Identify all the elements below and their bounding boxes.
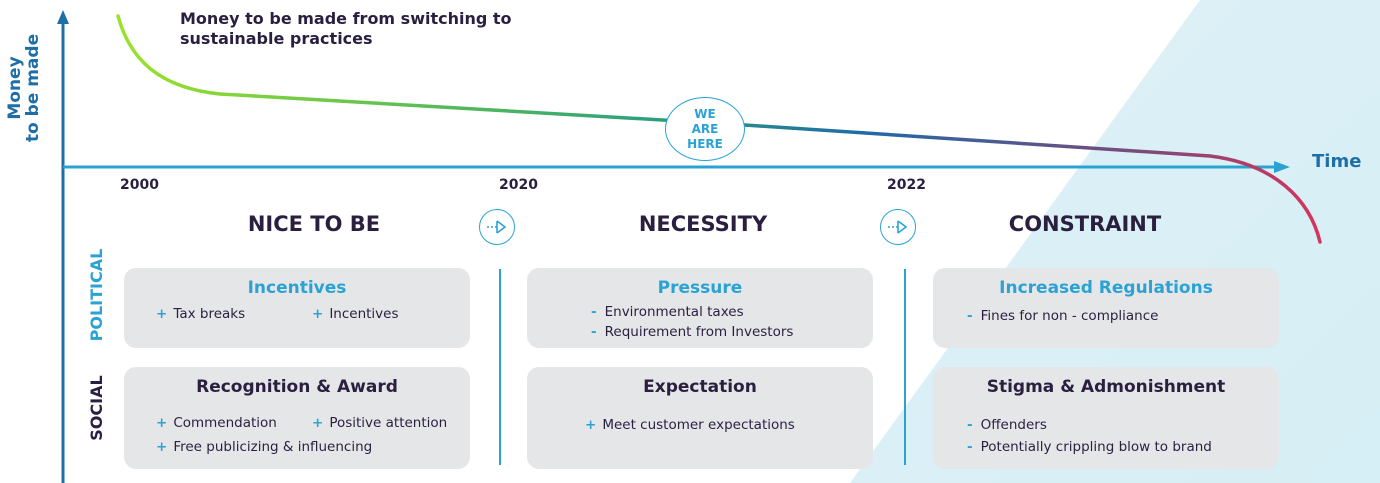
plus-icon: +: [312, 415, 324, 431]
list-item: +Tax breaks: [156, 306, 246, 322]
next-arrow-icon: [479, 209, 515, 245]
phase-constraint: CONSTRAINT: [1008, 212, 1162, 236]
box-increased-regulations: Increased Regulations -Fines for non - c…: [933, 268, 1279, 348]
box-title: Pressure: [657, 278, 743, 298]
list-item: +Commendation: [156, 415, 277, 431]
we-are-here-marker: WE ARE HERE: [665, 97, 745, 161]
list-item: -Environmental taxes: [591, 304, 744, 320]
box-title: Stigma & Admonishment: [986, 377, 1226, 397]
y-axis-label-line2: to be made: [23, 33, 43, 143]
plus-icon: +: [156, 439, 168, 455]
year-2000: 2000: [120, 177, 159, 193]
list-item: +Incentives: [312, 306, 399, 322]
box-incentives: Incentives +Tax breaks +Incentives: [124, 268, 470, 348]
dotted-arrow-icon: [888, 220, 908, 234]
box-title: Incentives: [247, 278, 347, 298]
row-label-social: SOCIAL: [87, 375, 106, 441]
box-pressure: Pressure -Environmental taxes -Requireme…: [527, 268, 873, 348]
list-item: -Offenders: [967, 417, 1047, 433]
list-item: -Fines for non - compliance: [967, 308, 1159, 324]
next-arrow-icon: [880, 209, 916, 245]
phase-necessity: NECESSITY: [638, 212, 768, 236]
row-label-political: POLITICAL: [87, 248, 106, 342]
minus-icon: -: [967, 439, 973, 455]
box-stigma-admonishment: Stigma & Admonishment -Offenders -Potent…: [933, 367, 1279, 469]
box-title: Recognition & Award: [196, 377, 398, 397]
year-2020: 2020: [499, 177, 538, 193]
column-divider: [499, 269, 501, 465]
chart-title: Money to be made from switching to susta…: [180, 9, 512, 48]
list-item: +Positive attention: [312, 415, 448, 431]
plus-icon: +: [312, 306, 324, 322]
box-title: Expectation: [643, 377, 757, 397]
list-item: +Free publicizing & influencing: [156, 439, 373, 455]
dotted-arrow-icon: [487, 220, 507, 234]
year-2022: 2022: [887, 177, 926, 193]
minus-icon: -: [967, 417, 973, 433]
y-axis-arrow: [57, 10, 69, 24]
phase-nice-to-be: NICE TO BE: [247, 212, 381, 236]
minus-icon: -: [591, 324, 597, 340]
box-title: Increased Regulations: [999, 278, 1213, 298]
list-item: -Potentially crippling blow to brand: [967, 439, 1212, 455]
box-expectation: Expectation +Meet customer expectations: [527, 367, 873, 469]
list-item: -Requirement from Investors: [591, 324, 794, 340]
box-recognition-award: Recognition & Award +Commendation +Posit…: [124, 367, 470, 469]
plus-icon: +: [156, 415, 168, 431]
plus-icon: +: [156, 306, 168, 322]
x-axis-label: Time: [1312, 151, 1362, 172]
plus-icon: +: [585, 417, 597, 433]
minus-icon: -: [967, 308, 973, 324]
minus-icon: -: [591, 304, 597, 320]
column-divider: [904, 269, 906, 465]
x-axis-arrow: [1274, 161, 1290, 173]
y-axis-label-line1: Money: [5, 56, 25, 120]
list-item: +Meet customer expectations: [585, 417, 795, 433]
y-axis-label: Money to be made: [5, 28, 43, 148]
we-are-here-label: WE ARE HERE: [687, 106, 723, 151]
